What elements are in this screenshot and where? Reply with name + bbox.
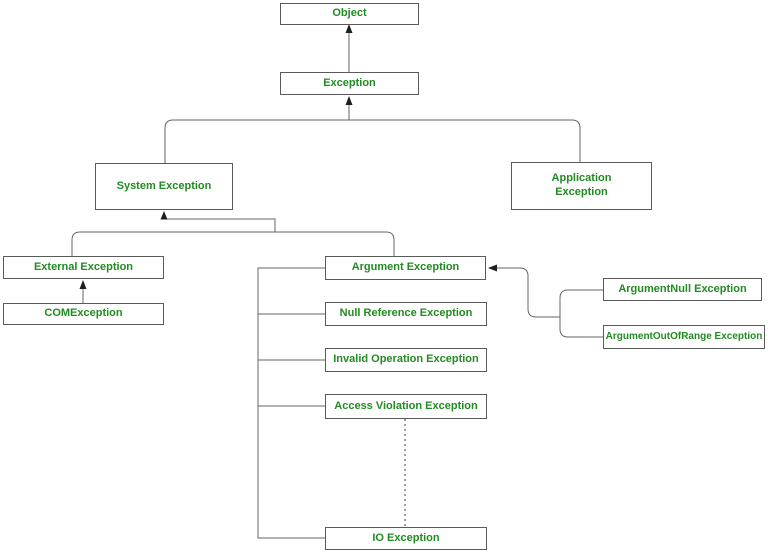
node-com-exception-label: COMException [44, 307, 123, 320]
arrowhead-into-exception [345, 96, 353, 105]
node-system-exception-label: System Exception [116, 179, 212, 192]
edge-left-sibling-bus [257, 267, 325, 539]
arrowhead-into-argument-exception [488, 264, 497, 272]
node-argumentoutofrange-exception-label: ArgumentOutOfRange Exception [605, 330, 763, 342]
node-argumentoutofrange-exception: ArgumentOutOfRange Exception [603, 325, 765, 349]
node-io-exception: IO Exception [325, 527, 487, 550]
node-object-label: Object [332, 7, 367, 20]
node-invalid-operation-exception: Invalid Operation Exception [325, 348, 487, 372]
node-null-reference-exception: Null Reference Exception [325, 302, 487, 326]
edge-system-application-to-exception [164, 104, 581, 163]
node-application-exception: Application Exception [511, 162, 652, 210]
arrowhead-into-system-exception [160, 211, 168, 220]
node-system-exception: System Exception [95, 163, 233, 210]
node-object: Object [280, 3, 419, 25]
node-com-exception: COMException [3, 303, 164, 325]
node-external-exception-label: External Exception [33, 260, 134, 273]
node-access-violation-exception: Access Violation Exception [325, 394, 487, 419]
node-io-exception-label: IO Exception [372, 531, 440, 544]
node-application-exception-label: Application Exception [551, 172, 612, 198]
node-exception: Exception [280, 72, 419, 95]
node-exception-label: Exception [323, 76, 376, 89]
node-argumentnull-exception: ArgumentNull Exception [603, 278, 762, 301]
node-argument-exception-label: Argument Exception [351, 261, 460, 274]
node-null-reference-exception-label: Null Reference Exception [339, 307, 473, 320]
edge-children-to-system-exception [71, 218, 395, 256]
arrowhead-into-object [345, 24, 353, 33]
node-argumentnull-exception-label: ArgumentNull Exception [618, 282, 747, 295]
node-argument-exception: Argument Exception [325, 256, 486, 280]
node-external-exception: External Exception [3, 256, 164, 279]
node-invalid-operation-exception-label: Invalid Operation Exception [333, 353, 479, 366]
edge-argument-children-to-argument-exception [489, 267, 603, 338]
arrowhead-into-external-exception [79, 280, 87, 289]
node-access-violation-exception-label: Access Violation Exception [334, 399, 478, 412]
